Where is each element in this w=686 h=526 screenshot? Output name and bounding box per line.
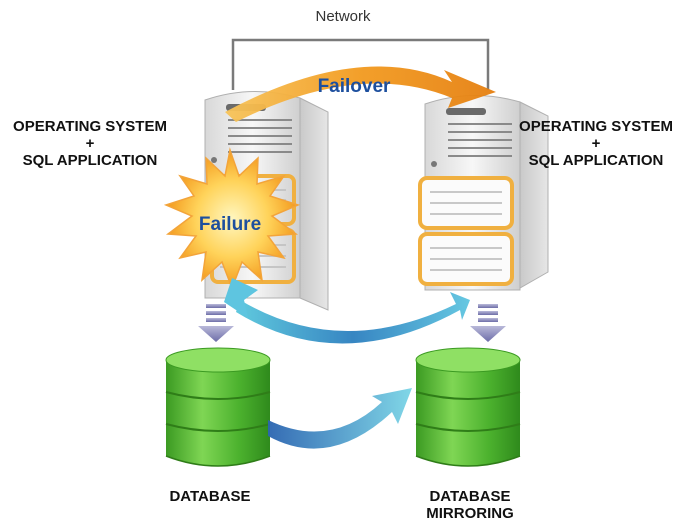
database-label: DATABASE (169, 488, 251, 505)
database-mirroring-line2: MIRRORING (426, 505, 514, 522)
database-mirroring-cylinder (415, 347, 521, 467)
database-mirroring-label: DATABASE MIRRORING (395, 488, 545, 522)
failover-label: Failover (317, 76, 391, 97)
left-down-arrow (198, 304, 234, 342)
database-mirroring-line1: DATABASE (429, 488, 511, 505)
network-label: Network (315, 8, 371, 25)
network-link-line (231, 38, 490, 90)
right-server-plus-text: + (591, 135, 601, 152)
failover-arrow (225, 66, 496, 122)
mirroring-arrow (268, 388, 412, 449)
right-server-label: OPERATING SYSTEM + SQL APPLICATION (510, 118, 682, 169)
left-server-app-text: SQL APPLICATION (22, 152, 158, 169)
right-server (418, 95, 549, 291)
right-server-app-text: SQL APPLICATION (528, 152, 664, 169)
server-sync-arrow (224, 278, 470, 344)
left-server-label: OPERATING SYSTEM + SQL APPLICATION (4, 118, 176, 169)
failure-label: Failure (198, 214, 262, 235)
right-server-os-text: OPERATING SYSTEM (519, 118, 673, 135)
right-down-arrow (470, 304, 506, 342)
left-server-plus-text: + (85, 135, 95, 152)
database-cylinder (165, 347, 271, 467)
left-server-os-text: OPERATING SYSTEM (13, 118, 167, 135)
